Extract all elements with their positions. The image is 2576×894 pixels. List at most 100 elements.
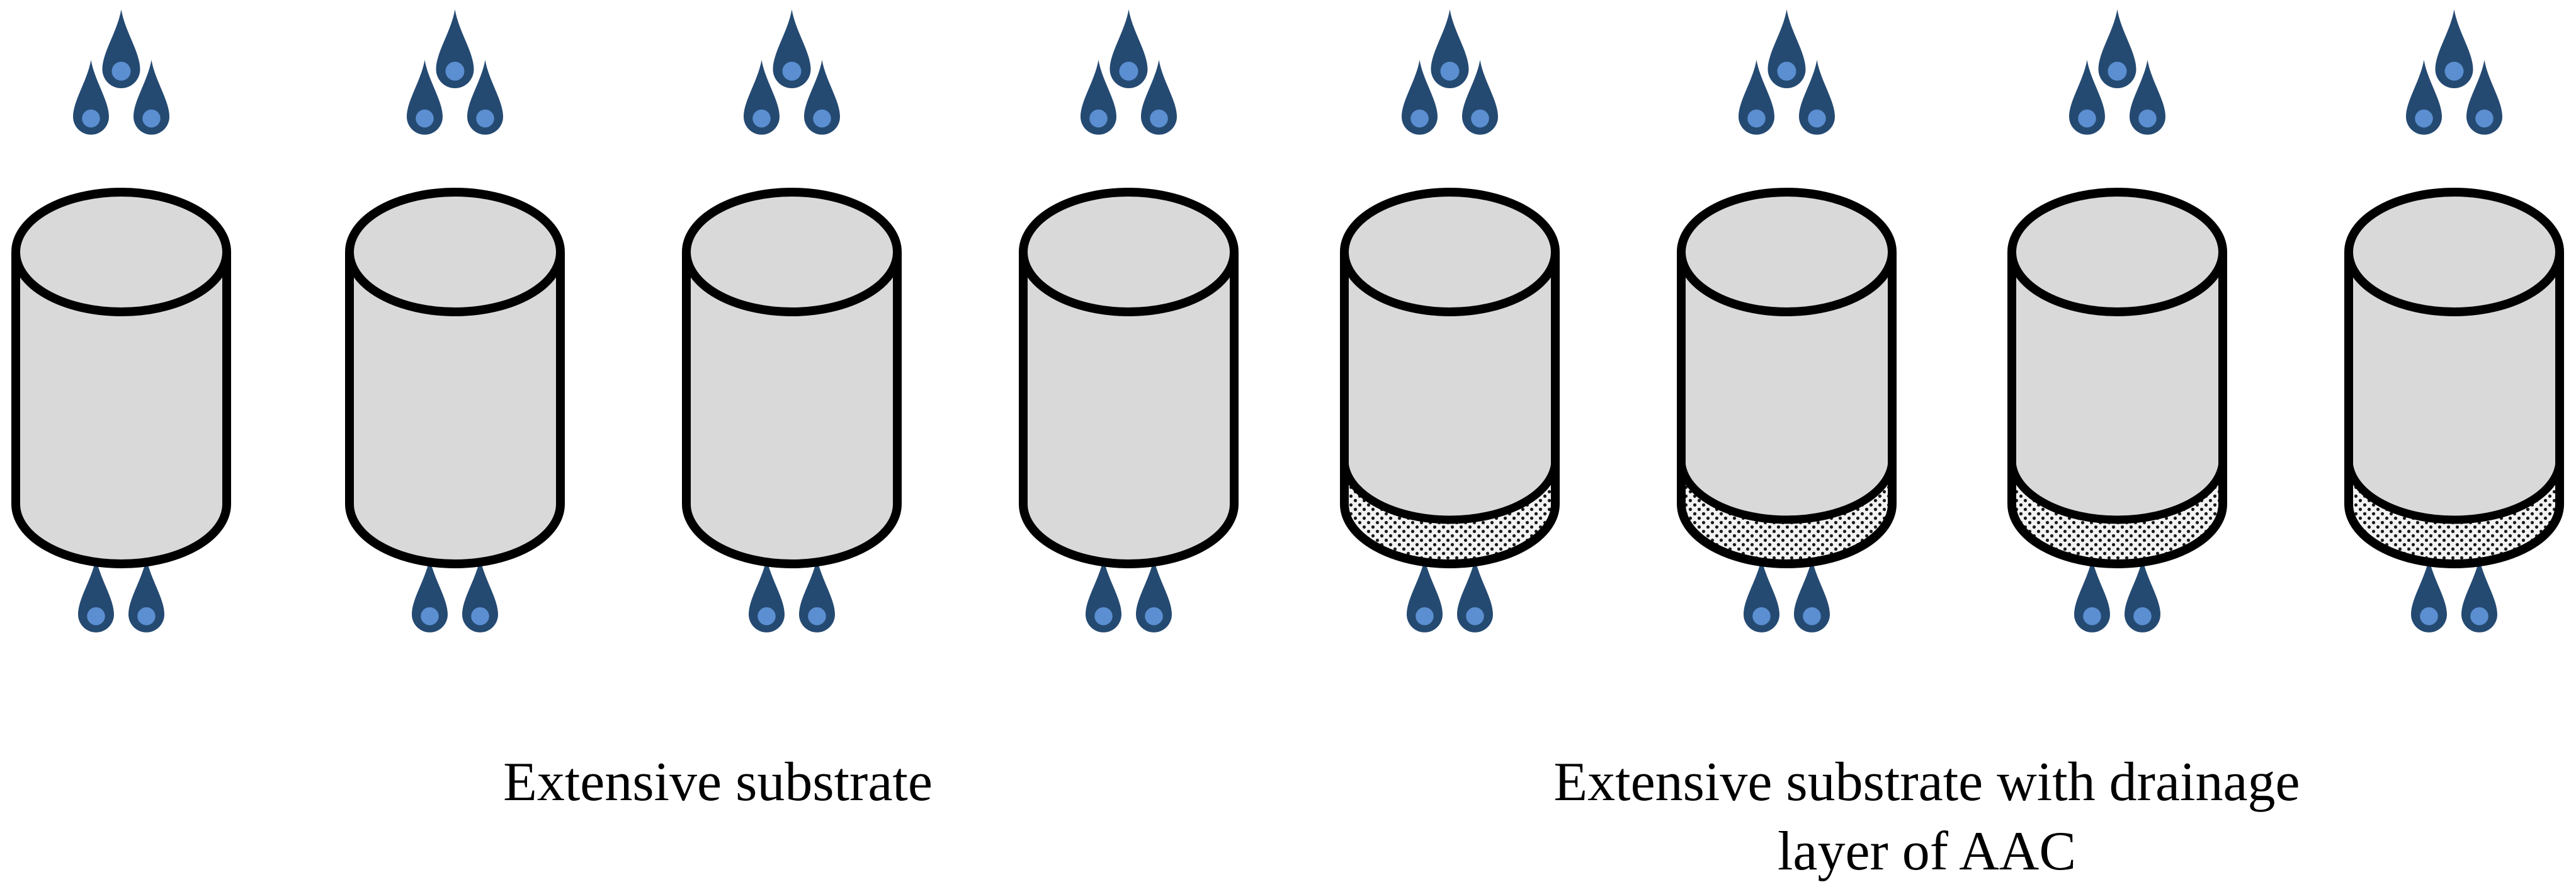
inflow-drops xyxy=(744,9,840,135)
column-top xyxy=(682,188,902,316)
drainage-boundary xyxy=(2007,459,2227,524)
outflow-drops xyxy=(1086,558,1172,633)
substrate-column xyxy=(345,9,565,633)
water-drop-icon xyxy=(133,60,169,135)
substrate-column xyxy=(2344,9,2564,633)
column-outline xyxy=(2344,252,2564,568)
water-drop-icon xyxy=(1457,558,1493,633)
substrate-body xyxy=(2012,252,2223,564)
column-outline xyxy=(1340,252,1560,568)
water-drop-icon xyxy=(744,60,780,135)
substrate-body xyxy=(349,252,560,564)
column-top xyxy=(1019,188,1239,316)
water-drop-icon xyxy=(1407,558,1443,633)
column-outline xyxy=(11,252,231,568)
column-top xyxy=(1677,188,1897,316)
water-drop-icon xyxy=(2130,60,2165,135)
outflow-drops xyxy=(2411,558,2497,633)
water-drop-icon xyxy=(1799,60,1835,135)
water-drop-icon xyxy=(73,60,109,135)
water-drop-icon xyxy=(1141,60,1177,135)
substrate-body xyxy=(686,252,897,564)
column-outline xyxy=(682,252,902,568)
water-drop-icon xyxy=(1081,60,1116,135)
drainage-layer-aac xyxy=(2349,460,2560,564)
column-top xyxy=(2344,188,2564,316)
water-drop-icon xyxy=(1109,9,1148,89)
caption-line: Extensive substrate with drainage xyxy=(1553,752,2300,813)
caption-line: Extensive substrate xyxy=(503,752,933,813)
water-drop-icon xyxy=(1739,60,1774,135)
column-outline xyxy=(1677,252,1897,568)
water-drop-icon xyxy=(2466,60,2502,135)
water-drop-icon xyxy=(1462,60,1498,135)
outflow-drops xyxy=(412,558,498,633)
water-drop-icon xyxy=(749,558,785,633)
water-drop-icon xyxy=(1136,558,1172,633)
drainage-boundary xyxy=(1340,459,1560,524)
water-drop-icon xyxy=(436,9,474,89)
inflow-drops xyxy=(407,9,503,135)
substrate-column xyxy=(2007,9,2227,633)
inflow-drops xyxy=(1739,9,1835,135)
inflow-drops xyxy=(1081,9,1177,135)
column-outline xyxy=(1019,252,1239,568)
substrate-column xyxy=(1019,9,1239,633)
outflow-drops xyxy=(1744,558,1830,633)
water-drop-icon xyxy=(2435,9,2473,89)
drainage-layer-aac xyxy=(1681,460,1892,564)
water-drop-icon xyxy=(1744,558,1779,633)
inflow-drops xyxy=(73,9,169,135)
water-drop-icon xyxy=(407,60,443,135)
drainage-layer-aac xyxy=(2012,460,2223,564)
water-drop-icon xyxy=(462,558,498,633)
water-drop-icon xyxy=(804,60,840,135)
column-outline xyxy=(345,252,565,568)
water-drop-icon xyxy=(2098,9,2136,89)
inflow-drops xyxy=(1402,9,1498,135)
outflow-drops xyxy=(749,558,835,633)
drainage-boundary xyxy=(2344,459,2564,524)
inflow-drops xyxy=(2406,9,2502,135)
drainage-boundary xyxy=(1677,459,1897,524)
drainage-layer-aac xyxy=(1344,460,1555,564)
caption-substrate-with-drainage: Extensive substrate with drainage layer … xyxy=(1417,748,2437,886)
water-drop-icon xyxy=(2411,558,2447,633)
substrate-body xyxy=(1023,252,1234,564)
substrate-body xyxy=(1344,252,1555,564)
water-drop-icon xyxy=(1431,9,1469,89)
substrate-column xyxy=(1340,9,1560,633)
substrate-body xyxy=(1681,252,1892,564)
water-drop-icon xyxy=(773,9,811,89)
water-drop-icon xyxy=(2406,60,2442,135)
caption-line: layer of AAC xyxy=(1777,821,2077,882)
water-drop-icon xyxy=(1402,60,1438,135)
water-drop-icon xyxy=(412,558,448,633)
column-outline xyxy=(2007,252,2227,568)
water-drop-icon xyxy=(1086,558,1121,633)
outflow-drops xyxy=(78,558,164,633)
water-drop-icon xyxy=(1794,558,1830,633)
water-drop-icon xyxy=(2125,558,2160,633)
water-drop-icon xyxy=(1767,9,1806,89)
column-top xyxy=(11,188,231,316)
column-top xyxy=(345,188,565,316)
water-drop-icon xyxy=(2461,558,2497,633)
outflow-drops xyxy=(1407,558,1493,633)
substrate-column xyxy=(11,9,231,633)
inflow-drops xyxy=(2069,9,2165,135)
substrate-body xyxy=(2349,252,2560,564)
water-drop-icon xyxy=(2074,558,2110,633)
water-drop-icon xyxy=(102,9,140,89)
substrate-column xyxy=(682,9,902,633)
water-drop-icon xyxy=(78,558,114,633)
column-top xyxy=(1340,188,1560,316)
outflow-drops xyxy=(2074,558,2160,633)
caption-extensive-substrate: Extensive substrate xyxy=(327,748,1108,817)
water-drop-icon xyxy=(799,558,835,633)
water-drop-icon xyxy=(2069,60,2105,135)
water-drop-icon xyxy=(467,60,503,135)
column-top xyxy=(2007,188,2227,316)
substrate-body xyxy=(16,252,227,564)
